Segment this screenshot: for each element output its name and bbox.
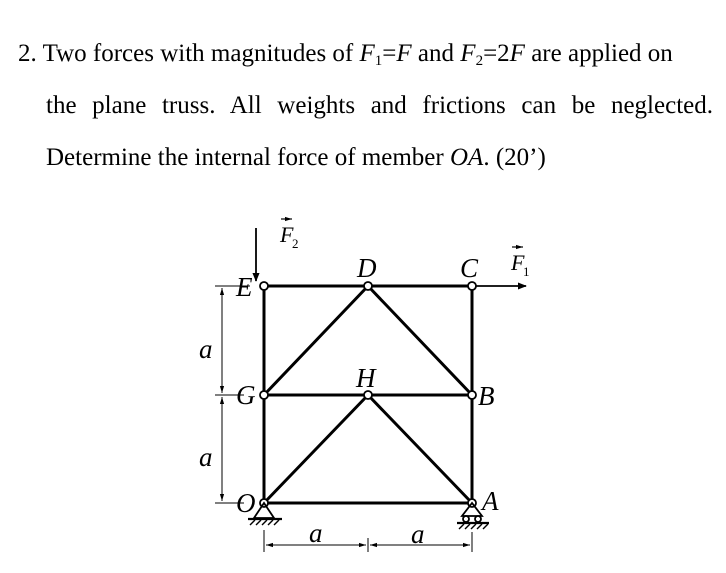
- member-GD: [262, 284, 370, 397]
- label-G: G: [236, 380, 256, 410]
- problem-line-2: the plane truss. All weights and frictio…: [46, 92, 713, 119]
- problem-line-1: 2. Two forces with magnitudes of F1=F an…: [18, 28, 713, 80]
- problem-text-run: =: [382, 40, 397, 67]
- joint-D: [363, 281, 373, 291]
- problem-text-line-1: Two forces with magnitudes of F1=F and F…: [42, 40, 673, 69]
- problem-text-run: 1: [374, 53, 383, 69]
- dimension-labels: a a a a: [199, 334, 425, 549]
- problem-text-run: F: [509, 40, 525, 67]
- label-A: A: [480, 486, 499, 516]
- problem-number: 2.: [18, 40, 37, 67]
- problem-text-run: F: [460, 40, 476, 67]
- force-F1-letter: F: [510, 250, 525, 275]
- member-DB: [366, 284, 474, 397]
- joint-G: [259, 390, 269, 400]
- label-H: H: [355, 363, 377, 393]
- dim-left-lower: a: [199, 442, 213, 472]
- problem-line-3: Determine the internal force of member O…: [18, 132, 713, 184]
- truss-members: [262, 284, 474, 505]
- dim-bottom-left: a: [309, 518, 323, 548]
- node-labels: E D C G H B O A: [235, 253, 499, 518]
- problem-statement: 2. Two forces with magnitudes of F1=F an…: [18, 28, 713, 184]
- label-O: O: [236, 488, 256, 518]
- dim-left-upper: a: [199, 334, 213, 364]
- force-F2-label: F 2: [279, 216, 299, 251]
- label-B: B: [478, 381, 495, 411]
- joint-E: [259, 281, 269, 291]
- member-name: OA: [449, 144, 484, 171]
- problem-text-line-3a: Determine the internal force of member: [46, 144, 450, 171]
- joint-C: [467, 281, 477, 291]
- problem-text-run: F: [396, 40, 412, 67]
- truss-joints: [259, 281, 477, 508]
- force-F2-letter: F: [279, 222, 294, 247]
- force-F2-subscript: 2: [292, 236, 299, 251]
- truss-figure: F 2 F 1 E D C G H B O A a a a a: [199, 216, 530, 552]
- problem-text-run: Two forces with magnitudes of: [42, 40, 360, 67]
- joint-H: [363, 390, 373, 400]
- problem-text-run: 2: [475, 53, 484, 69]
- label-C: C: [460, 253, 479, 283]
- problem-text-line-3b: . (20’): [483, 144, 546, 171]
- pin-support-O: [248, 501, 282, 526]
- force-F1-subscript: 1: [523, 264, 530, 279]
- dimension-lines: [215, 285, 473, 552]
- force-F1-label: F 1: [510, 244, 530, 279]
- problem-text-run: F: [359, 40, 375, 67]
- member-HA: [366, 393, 474, 505]
- problem-text-run: and: [411, 40, 461, 67]
- problem-text-run: =2: [483, 40, 510, 67]
- label-D: D: [356, 253, 377, 283]
- joint-B: [467, 390, 477, 400]
- dim-bottom-right: a: [411, 519, 425, 549]
- label-E: E: [235, 272, 253, 302]
- member-OH: [262, 393, 370, 505]
- problem-text-run: are applied on: [524, 40, 673, 67]
- roller-support-A: [457, 501, 489, 530]
